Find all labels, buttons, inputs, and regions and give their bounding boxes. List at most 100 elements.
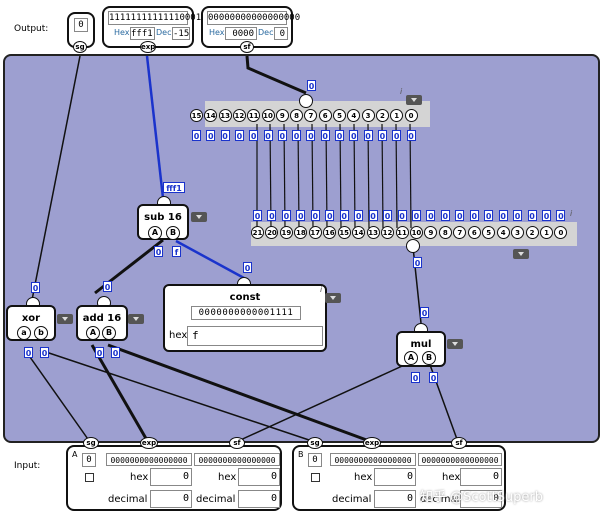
bottom-bits-bit-11[interactable]: 11 xyxy=(395,226,409,239)
xor-gate[interactable]: xor xyxy=(6,305,56,341)
input-a-sf-dec[interactable]: 0 xyxy=(238,490,280,508)
bottom-bits-bit-15[interactable]: 15 xyxy=(337,226,351,239)
input-a-exp-hex[interactable]: 0 xyxy=(150,468,192,486)
bottom-bits-bit-6[interactable]: 6 xyxy=(467,226,481,239)
top-splitter-input[interactable] xyxy=(299,94,313,108)
top-bits-bit-14[interactable]: 14 xyxy=(204,109,218,122)
top-bits-bit-0[interactable]: 0 xyxy=(404,109,418,122)
input-b-exp-bits[interactable]: 0000000000000000 xyxy=(330,453,416,466)
const-info-icon[interactable]: i xyxy=(320,285,323,294)
mul-input-b[interactable]: B xyxy=(422,351,436,365)
top-bits-bit-10[interactable]: 10 xyxy=(261,109,275,122)
top-bits-bit-3[interactable]: 3 xyxy=(361,109,375,122)
input-b-sg-pin[interactable]: sg xyxy=(307,437,323,449)
top-bits-bit-12[interactable]: 12 xyxy=(232,109,246,122)
top-splitter-value: 0 xyxy=(307,80,316,91)
bottom-bits-bit-3[interactable]: 3 xyxy=(511,226,525,239)
mul-gate[interactable]: mul xyxy=(396,331,446,367)
bottom-splitter-info-icon[interactable]: i xyxy=(570,209,573,218)
output-exp-hex[interactable]: fff1 xyxy=(130,27,155,40)
input-a-exp-pin[interactable]: exp xyxy=(140,437,158,449)
input-b-sg[interactable]: 0 xyxy=(308,453,322,467)
input-a-exp-dec[interactable]: 0 xyxy=(150,490,192,508)
bottom-bits-bit-14[interactable]: 14 xyxy=(352,226,366,239)
add-input-a[interactable]: A xyxy=(86,326,100,340)
bottom-bits-bit-18[interactable]: 18 xyxy=(294,226,308,239)
input-b-exp-hex[interactable]: 0 xyxy=(374,468,416,486)
top-splitter-info-icon[interactable]: i xyxy=(400,87,403,96)
top-bits-bit-13[interactable]: 13 xyxy=(218,109,232,122)
input-a-exp-bits[interactable]: 0000000000000000 xyxy=(106,453,192,466)
input-b-sf-bits[interactable]: 0000000000000000 xyxy=(418,453,502,466)
bottom-bits-bit-5[interactable]: 5 xyxy=(482,226,496,239)
top-bits-bit-7[interactable]: 7 xyxy=(304,109,318,122)
input-b-panel[interactable]: B 0 0000000000000000 hex 0 decimal 0 000… xyxy=(292,445,506,511)
input-a-sg-pin[interactable]: sg xyxy=(83,437,99,449)
input-a-sf-pin[interactable]: sf xyxy=(229,437,245,449)
output-sf-pin[interactable]: sf xyxy=(240,41,254,53)
output-sf-box[interactable]: 00000000000000000 Hex 0000 Dec 0 xyxy=(201,6,300,48)
input-b-sg-checkbox[interactable] xyxy=(311,473,320,482)
bottom-bits-bit-16[interactable]: 16 xyxy=(323,226,337,239)
xor-input-a[interactable]: a xyxy=(17,326,31,340)
input-b-exp-dec[interactable]: 0 xyxy=(374,490,416,508)
sub-gate[interactable]: sub 16 xyxy=(137,204,189,240)
xor-menu[interactable] xyxy=(57,314,73,324)
input-a-sf-hex[interactable]: 0 xyxy=(238,468,280,486)
xor-input-b[interactable]: b xyxy=(34,326,48,340)
top-bits-bit-2[interactable]: 2 xyxy=(375,109,389,122)
bottom-bits-bit-12[interactable]: 12 xyxy=(381,226,395,239)
bottom-bits-bit-7[interactable]: 7 xyxy=(453,226,467,239)
top-bits-bit-1[interactable]: 1 xyxy=(390,109,404,122)
add-input-b[interactable]: B xyxy=(102,326,116,340)
input-b-sf-dec[interactable]: 0 xyxy=(460,490,502,508)
input-a-sg-checkbox[interactable] xyxy=(85,473,94,482)
input-b-exp-pin[interactable]: exp xyxy=(363,437,381,449)
input-a-panel[interactable]: A 0 0000000000000000 hex 0 decimal 0 000… xyxy=(66,445,282,511)
output-sf-dec[interactable]: 0 xyxy=(274,27,288,40)
input-a-sg[interactable]: 0 xyxy=(82,453,96,467)
output-exp-dec[interactable]: -15 xyxy=(172,27,190,40)
bottom-bits-bit-4[interactable]: 4 xyxy=(496,226,510,239)
bottom-bits-bit-8[interactable]: 8 xyxy=(438,226,452,239)
top-bits-bit-9[interactable]: 9 xyxy=(275,109,289,122)
top-bits-bit-value: 0 xyxy=(392,130,402,141)
output-sf-hex[interactable]: 0000 xyxy=(225,27,257,40)
const-hex-input[interactable]: f xyxy=(187,326,323,346)
bottom-bits-bit-20[interactable]: 20 xyxy=(265,226,279,239)
input-b-sf-hex[interactable]: 0 xyxy=(460,468,502,486)
input-a-sf-bits[interactable]: 0000000000000000 xyxy=(194,453,280,466)
bottom-splitter-output[interactable] xyxy=(406,239,420,253)
bottom-bits-bit-0[interactable]: 0 xyxy=(554,226,568,239)
input-b-exp-hex-label: hex xyxy=(354,472,373,483)
bottom-bits-bit-13[interactable]: 13 xyxy=(366,226,380,239)
top-bits-bit-5[interactable]: 5 xyxy=(333,109,346,122)
top-splitter-menu[interactable] xyxy=(406,95,422,105)
top-bits-bit-4[interactable]: 4 xyxy=(347,109,361,122)
mul-input-a[interactable]: A xyxy=(404,351,418,365)
add-menu[interactable] xyxy=(128,314,144,324)
bottom-bits-bit-17[interactable]: 17 xyxy=(308,226,322,239)
mul-menu[interactable] xyxy=(447,339,463,349)
input-b-sf-pin[interactable]: sf xyxy=(451,437,467,449)
top-bits-bit-11[interactable]: 11 xyxy=(247,109,261,122)
bottom-bits-bit-2[interactable]: 2 xyxy=(525,226,539,239)
const-menu[interactable] xyxy=(325,293,341,303)
bottom-bits-bit-19[interactable]: 19 xyxy=(279,226,293,239)
top-bits-bit-value: 0 xyxy=(249,130,259,141)
sub-input-a[interactable]: A xyxy=(148,226,162,240)
bottom-bits-bit-10[interactable]: 10 xyxy=(409,226,423,239)
output-exp-pin[interactable]: exp xyxy=(140,41,156,53)
sub-menu[interactable] xyxy=(191,212,207,222)
add-gate[interactable]: add 16 xyxy=(76,305,128,341)
bottom-bits-bit-1[interactable]: 1 xyxy=(540,226,553,239)
output-sg-pin[interactable]: sg xyxy=(73,41,87,53)
sub-input-b[interactable]: B xyxy=(166,226,180,240)
top-bits-bit-6[interactable]: 6 xyxy=(318,109,332,122)
const-box[interactable]: const 0000000000001111 hex f xyxy=(163,284,327,352)
top-bits-bit-15[interactable]: 15 xyxy=(190,109,203,122)
top-bits-bit-8[interactable]: 8 xyxy=(290,109,304,122)
bottom-bits-bit-9[interactable]: 9 xyxy=(424,226,438,239)
bottom-bits-bit-21[interactable]: 21 xyxy=(251,226,264,239)
bottom-splitter-menu[interactable] xyxy=(513,249,529,259)
